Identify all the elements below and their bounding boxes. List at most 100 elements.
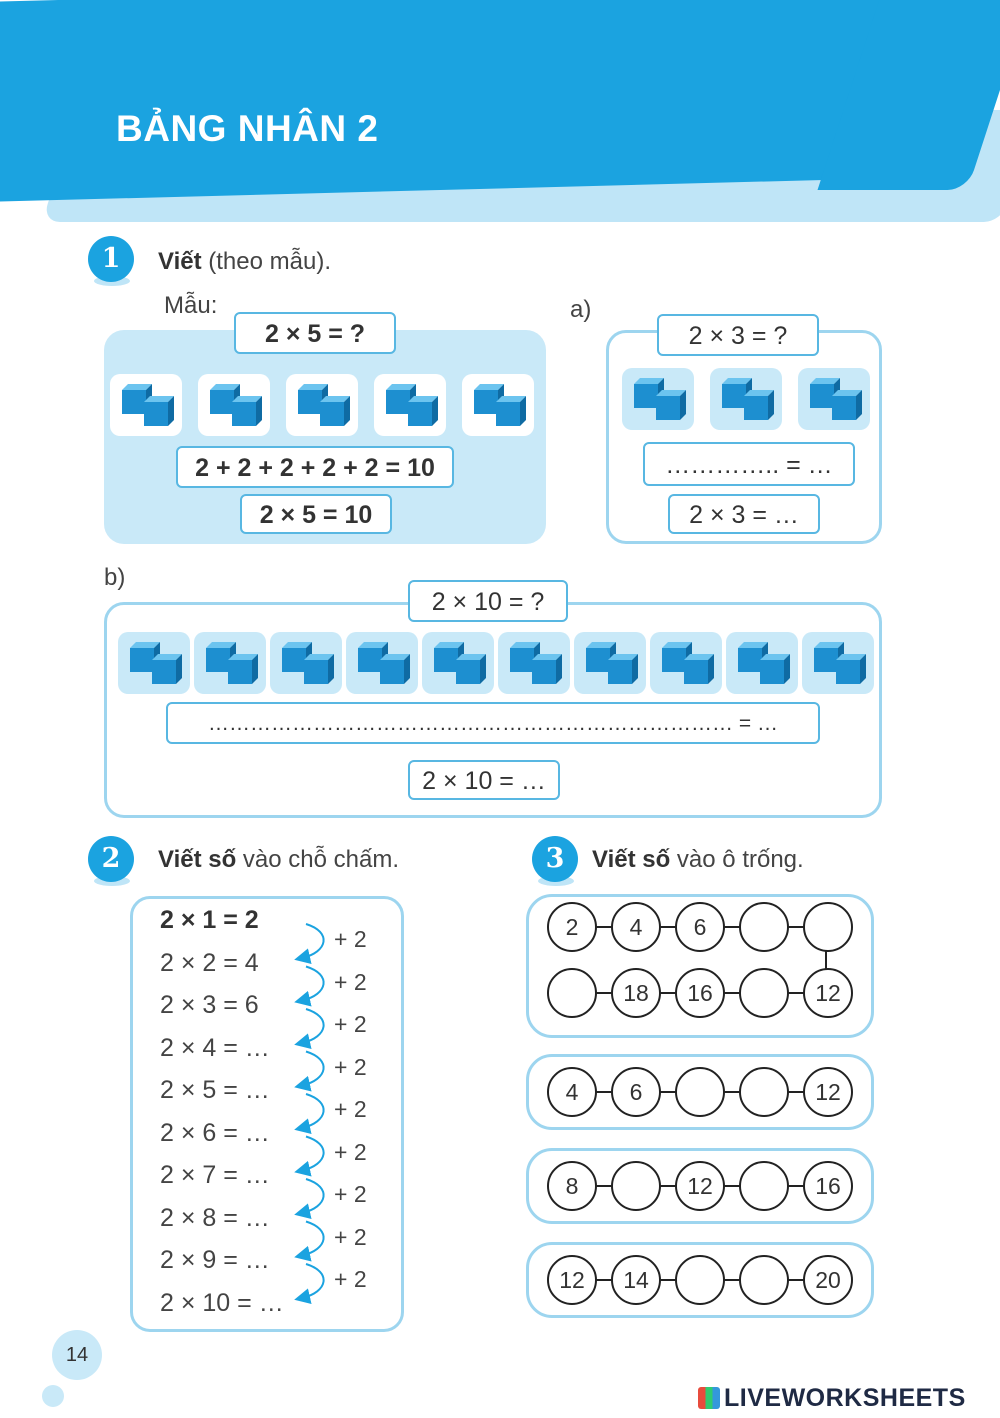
multiplication-row[interactable]: 2 × 4 = … <box>160 1033 270 1062</box>
cube-icon <box>386 390 410 414</box>
cube-icon <box>586 648 610 672</box>
step-arrow <box>294 965 325 1007</box>
number-circle: 4 <box>547 1067 597 1117</box>
number-circle: 8 <box>547 1161 597 1211</box>
part-b-product-input[interactable]: 2 × 10 = … <box>408 760 560 800</box>
part-a-label: a) <box>570 296 592 323</box>
chain-link <box>634 1091 698 1093</box>
cube-pair-tile <box>498 632 570 694</box>
empty-number-circle[interactable] <box>675 1067 725 1117</box>
cube-icon <box>496 402 520 426</box>
number-circle: 12 <box>675 1161 725 1211</box>
chain-link <box>698 926 762 928</box>
part-b-sum-input[interactable]: ………………………………………………………………… = … <box>166 702 820 744</box>
step-label: + 2 <box>334 968 367 995</box>
number-circle: 14 <box>611 1255 661 1305</box>
number-circle: 4 <box>611 902 661 952</box>
multiplication-row[interactable]: 2 × 10 = … <box>160 1288 284 1317</box>
empty-number-circle[interactable] <box>803 902 853 952</box>
page-number: 14 <box>52 1330 102 1380</box>
sample-sum: 2 + 2 + 2 + 2 + 2 = 10 <box>176 446 454 488</box>
cube-pair-tile <box>194 632 266 694</box>
step-label: + 2 <box>334 1223 367 1250</box>
cube-icon <box>744 396 768 420</box>
cube-pair-tile <box>802 632 874 694</box>
cube-icon <box>738 648 762 672</box>
cube-icon <box>760 660 784 684</box>
step-label: + 2 <box>334 1096 367 1122</box>
chain-link <box>570 1091 634 1093</box>
step-arrow <box>294 1008 325 1049</box>
cube-pair-tile <box>286 374 358 436</box>
cube-icon <box>228 660 252 684</box>
cube-icon <box>434 648 458 672</box>
multiplication-row: 2 × 1 = 2 <box>160 906 259 934</box>
step-arrow <box>294 1220 325 1262</box>
cube-icon <box>474 390 498 414</box>
cube-icon <box>810 384 834 408</box>
cube-icon <box>144 402 168 426</box>
cube-pair-tile <box>198 374 270 436</box>
exercise-1-instruction: Viết (theo mẫu). <box>158 248 331 275</box>
cube-icon <box>232 402 256 426</box>
cube-icon <box>656 396 680 420</box>
cube-icon <box>210 390 234 414</box>
cube-icon <box>130 648 154 672</box>
exercise-3-number: 3 <box>532 836 578 886</box>
cube-icon <box>722 384 746 408</box>
step-arrow <box>294 1050 325 1092</box>
chain-link <box>634 1279 698 1281</box>
cube-icon <box>408 402 432 426</box>
multiplication-row[interactable]: 2 × 6 = … <box>160 1118 270 1147</box>
empty-number-circle[interactable] <box>739 1255 789 1305</box>
cube-icon <box>298 390 322 414</box>
cube-icon <box>836 660 860 684</box>
sample-question: 2 × 5 = ? <box>234 312 396 354</box>
multiplication-row[interactable]: 2 × 7 = … <box>160 1161 270 1189</box>
number-circle: 20 <box>803 1255 853 1305</box>
multiplication-row[interactable]: 2 × 9 = … <box>160 1246 270 1274</box>
chain-link <box>570 1185 634 1187</box>
chain-link <box>698 992 762 994</box>
empty-number-circle[interactable] <box>739 1067 789 1117</box>
part-a-sum-input[interactable]: ………….. = … <box>643 442 855 486</box>
cube-icon <box>608 660 632 684</box>
chain-link <box>698 1091 762 1093</box>
multiplication-row[interactable]: 2 × 5 = … <box>160 1076 270 1104</box>
empty-number-circle[interactable] <box>675 1255 725 1305</box>
empty-number-circle[interactable] <box>739 902 789 952</box>
chain-link <box>762 992 826 994</box>
multiplication-row: 2 × 3 = 6 <box>160 991 259 1019</box>
step-arrow <box>294 1135 325 1177</box>
brand-logo: LIVEWORKSHEETS <box>698 1384 966 1413</box>
step-label: + 2 <box>334 1266 367 1292</box>
part-a-product-input[interactable]: 2 × 3 = … <box>668 494 820 534</box>
sample-product: 2 × 5 = 10 <box>240 494 392 534</box>
empty-number-circle[interactable] <box>739 968 789 1018</box>
multiplication-table-box <box>130 896 404 1332</box>
cube-icon <box>152 660 176 684</box>
empty-number-circle[interactable] <box>611 1161 661 1211</box>
cube-icon <box>832 396 856 420</box>
empty-number-circle[interactable] <box>547 968 597 1018</box>
chain-link <box>570 926 634 928</box>
number-circle: 6 <box>675 902 725 952</box>
multiplication-row[interactable]: 2 × 8 = … <box>160 1203 270 1232</box>
empty-number-circle[interactable] <box>739 1161 789 1211</box>
exercise-2-instruction: Viết số vào chỗ chấm. <box>158 846 400 873</box>
cube-pair-tile <box>798 368 870 430</box>
step-label: + 2 <box>334 926 367 952</box>
cube-icon <box>358 648 382 672</box>
part-b-label: b) <box>104 564 126 591</box>
number-circle: 16 <box>803 1161 853 1211</box>
cube-icon <box>206 648 230 672</box>
chain-link <box>634 992 698 994</box>
step-label: + 2 <box>334 1181 367 1207</box>
chain-link <box>570 1279 634 1281</box>
header-banner <box>0 0 920 203</box>
part-a-question: 2 × 3 = ? <box>657 314 819 356</box>
step-label: + 2 <box>334 1138 367 1165</box>
sample-label: Mẫu: <box>164 292 218 319</box>
step-label: + 2 <box>334 1053 367 1080</box>
chain-link <box>634 1185 698 1187</box>
